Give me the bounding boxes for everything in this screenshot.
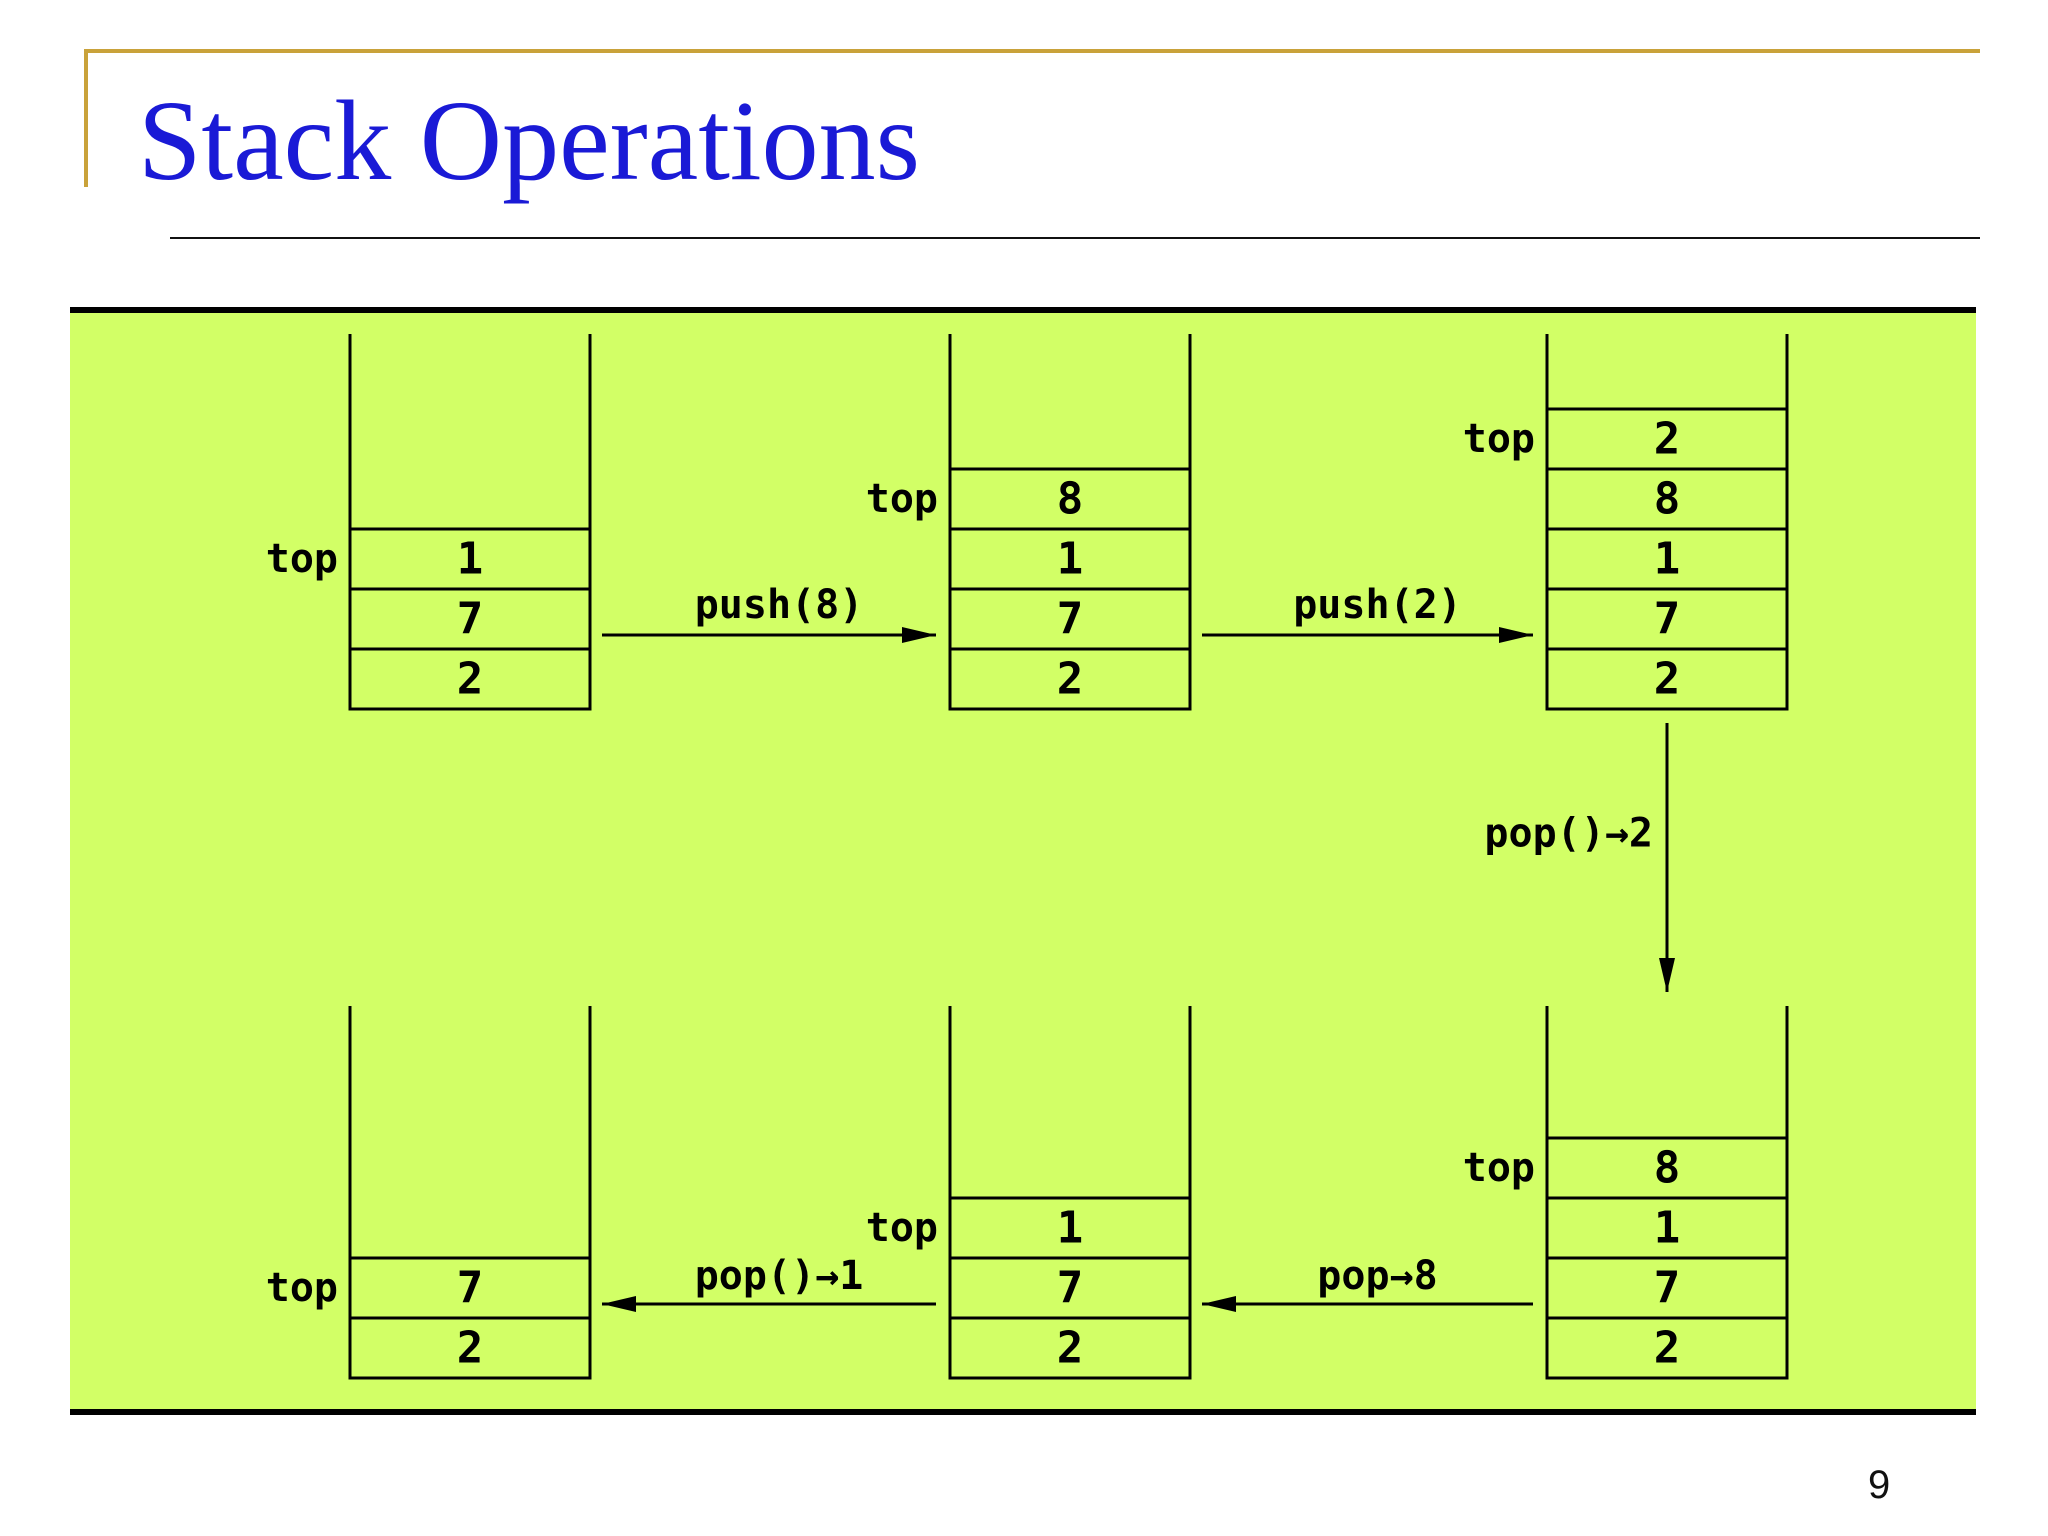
stack-cell-value: 2 — [457, 654, 484, 705]
arrow-head — [1202, 1296, 1236, 1312]
stack-cell-value: 7 — [1654, 1263, 1681, 1314]
stack-diagram: 172top8172top28172top8172top172top72topp… — [266, 334, 1789, 1380]
stack-container — [1545, 1006, 1789, 1380]
stack-cell-value: 2 — [1057, 654, 1084, 705]
operation-label: push(2) — [1293, 582, 1462, 628]
stack-container — [948, 334, 1192, 711]
stack-container — [948, 1006, 1192, 1380]
stack-cell-value: 1 — [1654, 534, 1681, 585]
title-accent-side — [84, 49, 88, 187]
operation-label: push(8) — [695, 582, 864, 628]
arrow-head — [902, 627, 936, 643]
stack-cell-value: 7 — [457, 1263, 484, 1314]
operation-label: pop()→1 — [695, 1253, 864, 1299]
stack-cell-value: 1 — [1057, 1203, 1084, 1254]
top-pointer-label: top — [866, 476, 938, 522]
slide-title: Stack Operations — [138, 77, 920, 204]
top-pointer-label: top — [266, 1265, 338, 1311]
top-pointer-label: top — [1463, 1145, 1535, 1191]
stack-cell-value: 2 — [1654, 654, 1681, 705]
top-pointer-label: top — [866, 1205, 938, 1251]
stack-cell-value: 1 — [1654, 1203, 1681, 1254]
stack-cell-value: 8 — [1654, 1143, 1681, 1194]
stack-container — [348, 334, 592, 711]
stack-cell-value: 1 — [1057, 534, 1084, 585]
stack-cell-value: 2 — [457, 1323, 484, 1374]
arrow-head — [602, 1296, 636, 1312]
stack-cell-value: 7 — [457, 594, 484, 645]
stack-cell-value: 8 — [1654, 474, 1681, 525]
top-pointer-label: top — [266, 536, 338, 582]
stack-cell-value: 2 — [1654, 1323, 1681, 1374]
stack-cell-value: 7 — [1654, 594, 1681, 645]
stack-cell-value: 1 — [457, 534, 484, 585]
operation-label: pop→8 — [1317, 1253, 1437, 1299]
stack-container — [348, 1006, 592, 1380]
title-accent-bar — [84, 49, 1980, 53]
arrow-head — [1659, 958, 1675, 992]
arrow-head — [1499, 627, 1533, 643]
stack-cell-value: 2 — [1654, 414, 1681, 465]
stack-cell-value: 7 — [1057, 594, 1084, 645]
stack-container — [1545, 334, 1789, 711]
stack-cell-value: 8 — [1057, 474, 1084, 525]
slide-number: 9 — [1868, 1463, 1891, 1507]
title-divider — [170, 237, 1980, 239]
stack-cell-value: 2 — [1057, 1323, 1084, 1374]
top-pointer-label: top — [1463, 416, 1535, 462]
operation-label: pop()→2 — [1484, 811, 1653, 857]
stack-cell-value: 7 — [1057, 1263, 1084, 1314]
